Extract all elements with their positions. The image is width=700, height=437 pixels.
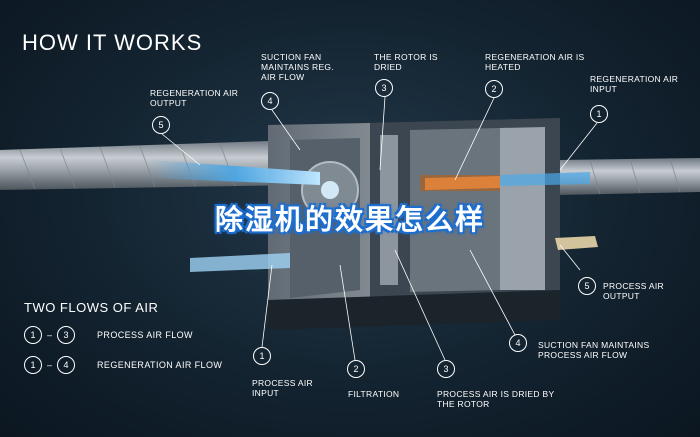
callout-regeneration-input-label: REGENERATION AIR INPUT xyxy=(590,74,679,94)
callout-process-air-output-label: PROCESS AIR OUTPUT xyxy=(603,281,664,301)
callout-number-badge: 2 xyxy=(347,360,365,378)
callout-process-air-input-label: PROCESS AIR INPUT xyxy=(252,378,313,398)
right-duct xyxy=(560,157,700,195)
callout-number-badge: 1 xyxy=(590,105,608,123)
callout-number-badge: 4 xyxy=(261,92,279,110)
callout-process-air-dried-label: PROCESS AIR IS DRIED BY THE ROTOR xyxy=(437,389,555,409)
legend-from-badge: 1 xyxy=(24,356,42,374)
heated-air-flow xyxy=(425,176,500,190)
callout-number-badge: 3 xyxy=(375,79,393,97)
legend-label: REGENERATION AIR FLOW xyxy=(97,360,223,370)
overlay-headline: 除湿机的效果怎么样 xyxy=(214,204,485,235)
page-title: HOW IT WORKS xyxy=(22,30,203,55)
callout-suction-fan-process-label: SUCTION FAN MAINTAINS PROCESS AIR FLOW xyxy=(538,340,650,360)
legend-label: PROCESS AIR FLOW xyxy=(97,330,193,340)
regeneration-air-input-flow xyxy=(500,172,590,186)
leader-lines xyxy=(161,96,598,361)
callout-filtration-label: FILTRATION xyxy=(348,389,400,399)
callout-number-badge: 4 xyxy=(509,334,527,352)
callout-suction-fan-reg-label: SUCTION FAN MAINTAINS REG. AIR FLOW xyxy=(261,52,334,82)
process-air-output-flow xyxy=(555,236,598,250)
legend-dash: – xyxy=(47,360,53,370)
regeneration-air-flow xyxy=(150,160,320,185)
callout-number-badge: 1 xyxy=(253,347,271,365)
callout-number-badge: 2 xyxy=(485,80,503,98)
callout-number-badge: 3 xyxy=(437,360,455,378)
callout-regeneration-heated-label: REGENERATION AIR IS HEATED xyxy=(485,52,585,72)
callout-number-badge: 5 xyxy=(578,277,596,295)
legend-to-badge: 4 xyxy=(57,356,76,374)
legend-to-badge: 3 xyxy=(57,326,76,344)
callout-rotor-dried-label: THE ROTOR IS DRIED xyxy=(374,52,438,72)
callout-number-badge: 5 xyxy=(152,116,170,134)
legend-dash: – xyxy=(47,330,53,340)
legend-row-process: 1 – 3 PROCESS AIR FLOW xyxy=(24,326,193,344)
legend-from-badge: 1 xyxy=(24,326,42,344)
callout-regeneration-air-output-label: REGENERATION AIR OUTPUT xyxy=(150,88,239,108)
legend-row-regeneration: 1 – 4 REGENERATION AIR FLOW xyxy=(24,356,222,374)
process-air-input-flow xyxy=(190,253,290,272)
legend-title: TWO FLOWS OF AIR xyxy=(24,300,159,315)
